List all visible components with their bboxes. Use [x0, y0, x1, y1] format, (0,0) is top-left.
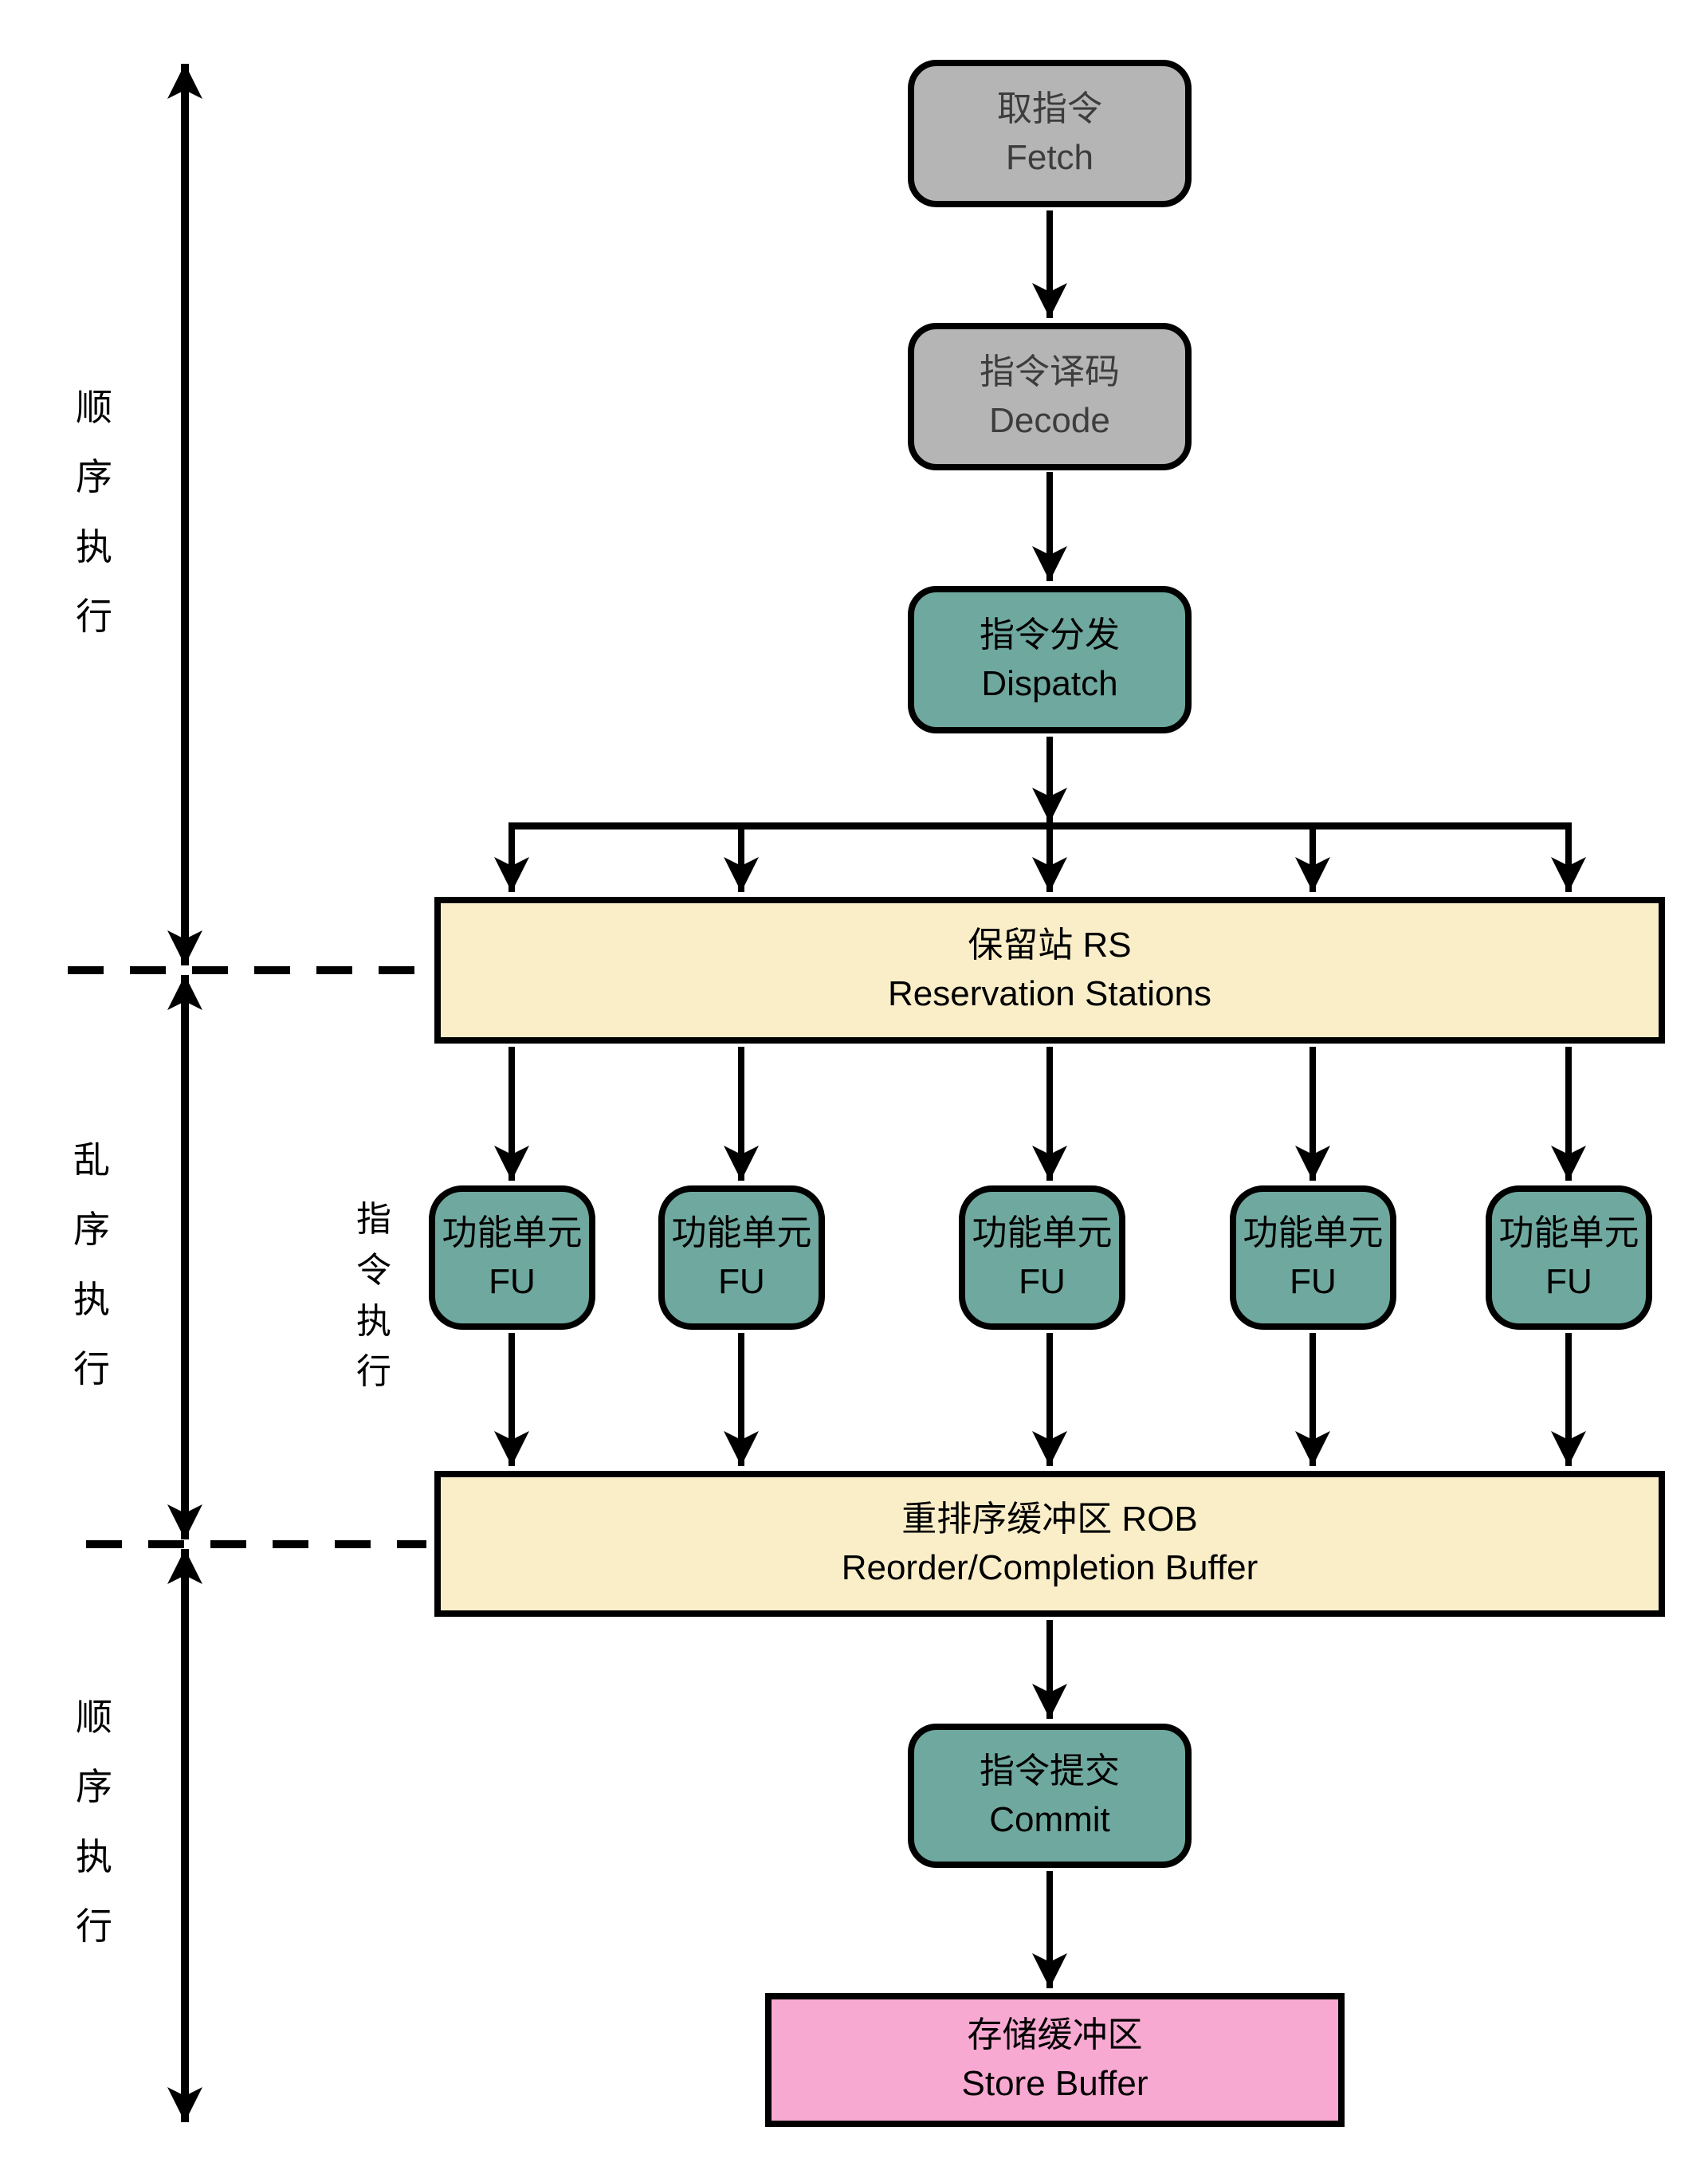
fetch-node: 取指令 Fetch	[908, 60, 1192, 207]
fu-4-label-en: FU	[1290, 1261, 1337, 1301]
store-buffer-label-en: Store Buffer	[961, 2064, 1148, 2103]
dispatch-label-en: Dispatch	[981, 663, 1118, 703]
decode-node: 指令译码 Decode	[908, 323, 1192, 470]
rs-label-zh: 保留站 RS	[968, 926, 1132, 965]
fu-3-label-en: FU	[1019, 1261, 1066, 1301]
reorder-buffer-node: 重排序缓冲区 ROB Reorder/Completion Buffer	[434, 1471, 1665, 1617]
commit-label-en: Commit	[989, 1799, 1110, 1839]
fu-4-label-zh: 功能单元	[1243, 1213, 1384, 1252]
commit-label-zh: 指令提交	[980, 1751, 1120, 1791]
side-label-outoforder: 乱序执行	[73, 1139, 110, 1390]
rob-label-zh: 重排序缓冲区 ROB	[901, 1499, 1198, 1539]
fetch-label-zh: 取指令	[997, 88, 1102, 128]
decode-label-en: Decode	[989, 400, 1110, 440]
fu-node-1: 功能单元 FU	[429, 1185, 595, 1330]
fu-2-label-zh: 功能单元	[671, 1213, 812, 1252]
fu-3-label-zh: 功能单元	[972, 1213, 1113, 1252]
side-label-instruction-execute: 指令执行	[356, 1200, 391, 1392]
fu-node-2: 功能单元 FU	[658, 1185, 825, 1330]
side-label-inorder-bottom: 顺序执行	[76, 1696, 112, 1948]
dispatch-node: 指令分发 Dispatch	[908, 586, 1192, 733]
commit-node: 指令提交 Commit	[908, 1724, 1192, 1868]
fu-node-5: 功能单元 FU	[1486, 1185, 1652, 1330]
fu-1-label-en: FU	[489, 1261, 536, 1301]
decode-label-zh: 指令译码	[980, 352, 1120, 391]
side-label-inorder-top: 顺序执行	[76, 387, 112, 638]
rob-label-en: Reorder/Completion Buffer	[841, 1547, 1258, 1587]
rs-label-en: Reservation Stations	[888, 974, 1211, 1013]
fu-5-label-zh: 功能单元	[1498, 1213, 1639, 1252]
fu-node-4: 功能单元 FU	[1230, 1185, 1396, 1330]
fetch-label-en: Fetch	[1005, 137, 1094, 177]
fu-node-3: 功能单元 FU	[959, 1185, 1125, 1330]
fu-2-label-en: FU	[718, 1261, 765, 1301]
fu-1-label-zh: 功能单元	[442, 1213, 583, 1252]
dispatch-label-zh: 指令分发	[980, 615, 1120, 655]
store-buffer-node: 存储缓冲区 Store Buffer	[765, 1993, 1345, 2127]
store-buffer-label-zh: 存储缓冲区	[967, 2015, 1143, 2055]
fu-5-label-en: FU	[1545, 1261, 1592, 1301]
reservation-stations-node: 保留站 RS Reservation Stations	[434, 897, 1665, 1044]
